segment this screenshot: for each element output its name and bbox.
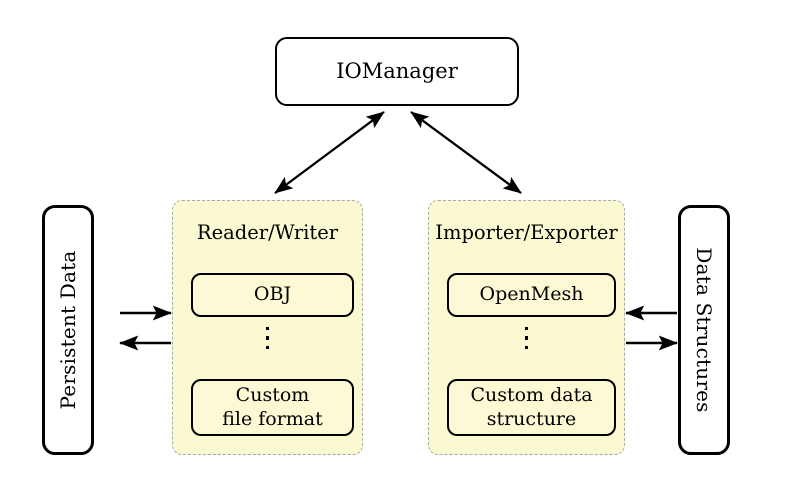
member-openmesh-label: OpenMesh xyxy=(479,283,584,306)
node-data-structures[interactable]: Data Structures xyxy=(678,205,730,455)
ellipsis-importer-exporter xyxy=(429,327,624,350)
node-iomanager[interactable]: IOManager xyxy=(275,37,519,106)
member-custom-data-structure-line2: structure xyxy=(486,407,577,430)
ellipsis-dot xyxy=(265,336,270,340)
group-reader-writer-title: Reader/Writer xyxy=(196,221,339,244)
member-obj-label: OBJ xyxy=(253,283,292,306)
arrow-manager-reader-writer xyxy=(274,111,385,194)
group-reader-writer[interactable]: Reader/Writer OBJ Custom file format xyxy=(172,200,363,455)
member-obj[interactable]: OBJ xyxy=(191,273,354,317)
group-importer-exporter[interactable]: Importer/Exporter OpenMesh Custom data s… xyxy=(428,200,625,455)
group-importer-exporter-title: Importer/Exporter xyxy=(435,221,618,244)
ellipsis-dot xyxy=(524,345,529,350)
member-custom-file-format-line1: Custom xyxy=(235,384,310,407)
node-iomanager-label: IOManager xyxy=(336,59,458,84)
ellipsis-dot xyxy=(524,336,529,340)
node-persistent-data-label: Persistent Data xyxy=(56,250,80,410)
member-custom-file-format-line2: file format xyxy=(222,407,323,430)
member-openmesh[interactable]: OpenMesh xyxy=(447,273,616,317)
arrow-manager-importer-exporter xyxy=(410,111,522,194)
ellipsis-dot xyxy=(265,345,270,350)
ellipsis-dot xyxy=(524,327,529,331)
node-persistent-data[interactable]: Persistent Data xyxy=(42,205,94,455)
ellipsis-dot xyxy=(265,327,270,331)
member-custom-data-structure-line1: Custom data xyxy=(470,384,593,407)
member-custom-file-format[interactable]: Custom file format xyxy=(191,379,354,436)
member-custom-data-structure[interactable]: Custom data structure xyxy=(447,379,616,436)
member-custom-data-structure-label: Custom data structure xyxy=(470,384,592,430)
member-custom-file-format-label: Custom file format xyxy=(222,384,323,430)
ellipsis-reader-writer xyxy=(173,327,362,350)
node-data-structures-label: Data Structures xyxy=(692,247,716,413)
